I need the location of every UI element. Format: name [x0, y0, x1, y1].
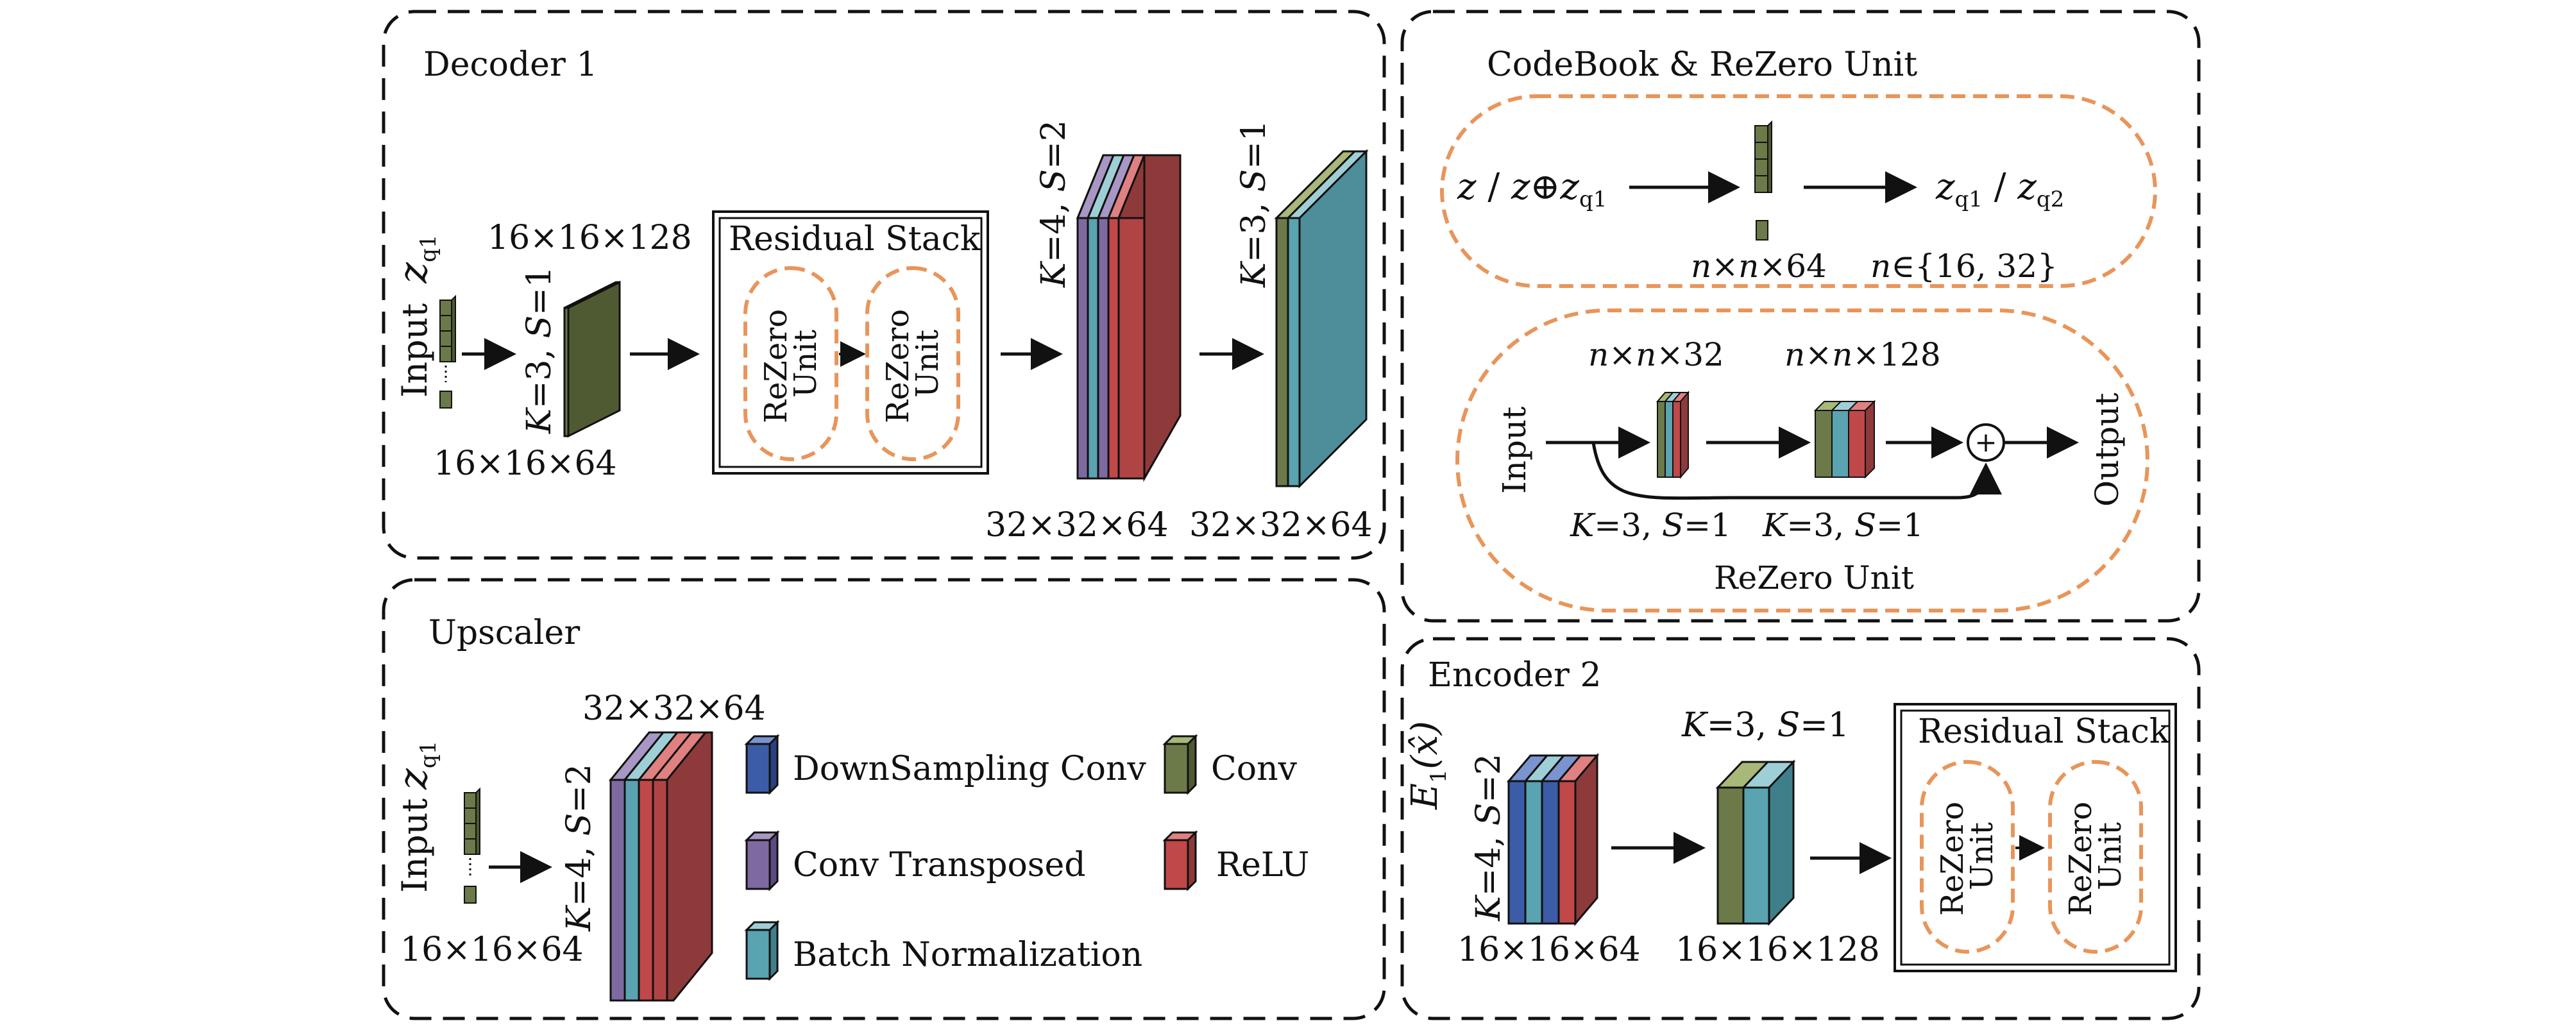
upscaler-input-stack [464, 787, 480, 904]
rezero-block-2 [1813, 400, 1876, 479]
svg-text:Conv: Conv [1211, 750, 1298, 788]
svg-text:Output: Output [2089, 393, 2126, 507]
upscaler-params: K=4, S=2 [560, 764, 598, 932]
svg-text:Unit: Unit [1964, 822, 2000, 890]
svg-text:K=3, S=1: K=3, S=1 [520, 266, 559, 434]
svg-text:Conv Transposed: Conv Transposed [793, 846, 1086, 884]
svg-text:ReLU: ReLU [1216, 846, 1309, 884]
rezero-unit-title: ReZero Unit [1714, 559, 1914, 596]
legend-item-downsampling: DownSampling Conv [744, 734, 1146, 795]
decoder1-input-stack [439, 294, 456, 409]
svg-text:ReZero: ReZero [880, 309, 916, 423]
decoder1-final-dim: 32×32×64 [1189, 506, 1373, 545]
decoder1-input-label: Input zq1 [389, 235, 441, 398]
rezero-output-label: Output [2089, 393, 2126, 507]
legend: DownSampling Conv Conv Transposed Batch … [744, 734, 1309, 981]
svg-text:ReZero: ReZero [758, 309, 794, 423]
svg-text:K=4, S=2: K=4, S=2 [1035, 120, 1073, 288]
svg-text:K=3, S=1: K=3, S=1 [1235, 120, 1273, 288]
encoder2-title: Encoder 2 [1428, 656, 1601, 695]
encoder2-rezero-unit-2 [2048, 760, 2143, 954]
svg-text:E1(x̂): E1(x̂) [1404, 721, 1452, 810]
decoder1-conv-block [563, 280, 621, 438]
encoder2-params-2: K=3, S=1 [1681, 706, 1849, 745]
svg-text:K=4, S=2: K=4, S=2 [1470, 754, 1508, 922]
encoder2-panel: Encoder 2 E1(x̂) K=4, S=2 16×16×64 K=3, … [1400, 637, 2201, 1020]
rezero-input-label: Input [1496, 407, 1533, 494]
encoder2-residual-stack: Residual Stack ReZero Unit ReZero Unit [1894, 703, 2177, 972]
svg-text:Input: Input [1496, 407, 1533, 494]
svg-text:ReZero: ReZero [2063, 802, 2099, 916]
codebook-dim: n×n×64 [1691, 248, 1827, 285]
decoder1-final-block [1274, 149, 1369, 489]
codebook-loop [1440, 94, 2157, 288]
rezero-skip-connection [1591, 442, 2002, 500]
svg-text:Input zq1: Input zq1 [389, 235, 441, 398]
codebook-title: CodeBook & ReZero Unit [1487, 46, 1917, 84]
svg-text:Batch Normalization: Batch Normalization [793, 936, 1142, 974]
rezero-dim-1: n×n×32 [1588, 336, 1724, 373]
svg-text:DownSampling Conv: DownSampling Conv [793, 750, 1146, 788]
encoder2-residual-title: Residual Stack [1918, 713, 2170, 751]
decoder1-upsample-params: K=4, S=2 [1035, 120, 1073, 288]
decoder1-final-params: K=3, S=1 [1235, 120, 1273, 288]
upscaler-block [608, 731, 713, 1002]
svg-text:Unit: Unit [2092, 822, 2128, 890]
decoder1-upsample-block [1076, 154, 1182, 482]
rezero-unit-detail [1455, 308, 2149, 612]
decoder1-dim-bottom: 16×16×64 [434, 444, 617, 483]
codebook-input-expr: z / z⊕zq1 [1457, 166, 1607, 212]
upscaler-dim-top: 32×32×64 [582, 689, 766, 728]
rezero-add-node: + [1967, 423, 2005, 462]
decoder1-rezero-unit-1 [743, 266, 838, 461]
rezero-params-2: K=3, S=1 [1762, 507, 1924, 544]
decoder1-residual-stack: Residual Stack ReZero Unit ReZero Unit [712, 210, 989, 475]
decoder1-upsample-dim: 32×32×64 [985, 506, 1169, 545]
encoder2-rezero-unit-1 [1920, 760, 2015, 954]
decoder1-dim-top: 16×16×128 [487, 219, 692, 257]
encoder2-input-label: E1(x̂) [1404, 721, 1452, 810]
decoder1-panel: Decoder 1 Input zq1 16×16×128 [382, 10, 1386, 560]
legend-item-conv: Conv [1162, 734, 1298, 795]
encoder2-dim-1: 16×16×64 [1457, 931, 1641, 969]
encoder2-block-1 [1506, 752, 1600, 927]
decoder1-title: Decoder 1 [423, 46, 597, 84]
upscaler-panel: Upscaler Inputzq1 16×16×64 K=4, S=2 32×3… [382, 578, 1386, 1020]
svg-text:Unit: Unit [910, 330, 945, 398]
legend-item-conv-transposed: Conv Transposed [744, 830, 1086, 891]
codebook-set: n∈{16, 32} [1870, 248, 2058, 285]
decoder1-rezero-unit-2 [865, 266, 960, 461]
upscaler-dim-bottom: 16×16×64 [400, 931, 584, 969]
svg-text:K=4, S=2: K=4, S=2 [560, 764, 598, 932]
svg-text:ReZero: ReZero [1935, 802, 1970, 916]
codebook-output-expr: zq1 / zq2 [1935, 166, 2064, 212]
codebook-vector [1754, 120, 1772, 241]
svg-text:Inputzq1: Inputzq1 [389, 741, 441, 893]
decoder1-residual-title: Residual Stack [729, 220, 981, 258]
legend-item-batch-norm: Batch Normalization [744, 920, 1142, 981]
rezero-params-1: K=3, S=1 [1570, 507, 1731, 544]
svg-text:+: + [1974, 426, 1997, 458]
decoder1-conv-params: K=3, S=1 [520, 266, 559, 434]
upscaler-title: Upscaler [428, 614, 580, 652]
rezero-block-1 [1656, 391, 1690, 479]
rezero-dim-2: n×n×128 [1784, 336, 1941, 373]
encoder2-dim-2: 16×16×128 [1675, 931, 1880, 969]
encoder2-params-1: K=4, S=2 [1470, 754, 1508, 922]
upscaler-input-label: Inputzq1 [389, 741, 441, 893]
legend-item-relu: ReLU [1162, 830, 1309, 891]
encoder2-block-2 [1715, 759, 1796, 926]
codebook-panel: CodeBook & ReZero Unit z / z⊕zq1 zq1 / z… [1400, 10, 2201, 623]
svg-text:Unit: Unit [788, 330, 824, 398]
